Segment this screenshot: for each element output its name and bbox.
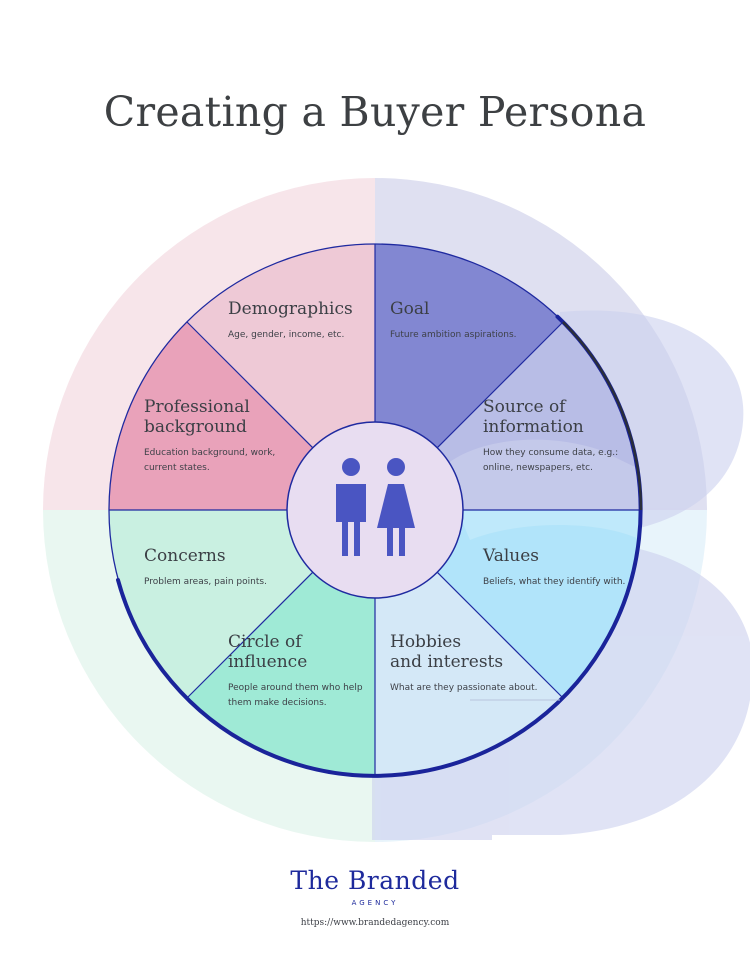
concerns-title: Concerns <box>144 546 226 566</box>
circle-title: Circle of influence <box>228 632 308 672</box>
goal-title: Goal <box>390 299 430 319</box>
page-title: Creating a Buyer Persona <box>103 88 647 136</box>
values-title: Values <box>483 546 540 566</box>
segment-circle-text: Circle of influence People around them w… <box>228 632 363 711</box>
segment-source-text: Source of information How they consume d… <box>483 397 618 476</box>
circle-desc: People around them who help them make de… <box>228 683 363 708</box>
brand-logo: The Branded <box>290 866 460 895</box>
segment-values-text: Values Beliefs, what they identify with. <box>483 546 625 590</box>
center-circle <box>286 421 464 599</box>
professional-desc: Education background, work, current stat… <box>144 448 276 473</box>
segment-professional-text: Professional background Education backgr… <box>144 397 275 476</box>
source-desc: How they consume data, e.g.: online, new… <box>483 448 619 473</box>
source-title: Source of information <box>483 397 584 437</box>
wheel-dark-arc <box>562 321 643 511</box>
watermark-overlay <box>440 439 641 540</box>
segment-hobbies-text: Hobbies and interests What are they pass… <box>390 632 537 696</box>
demographics-desc: Age, gender, income, etc. <box>228 330 345 340</box>
goal-desc: Future ambition aspirations. <box>390 330 517 340</box>
people-icon <box>336 458 415 556</box>
hobbies-desc: What are they passionate about. <box>390 683 538 693</box>
segment-demographics-text: Demographics Age, gender, income, etc. <box>228 299 353 343</box>
values-desc: Beliefs, what they identify with. <box>483 577 626 587</box>
segment-goal-text: Goal Future ambition aspirations. <box>390 299 517 343</box>
brand-subtitle: AGENCY <box>351 899 399 907</box>
segment-concerns-text: Concerns Problem areas, pain points. <box>144 546 267 590</box>
demographics-title: Demographics <box>228 299 353 319</box>
hobbies-title: Hobbies and interests <box>390 632 504 672</box>
concerns-desc: Problem areas, pain points. <box>144 577 267 587</box>
professional-title: Professional background <box>144 397 250 437</box>
brand-url: https://www.brandedagency.com <box>300 918 450 928</box>
